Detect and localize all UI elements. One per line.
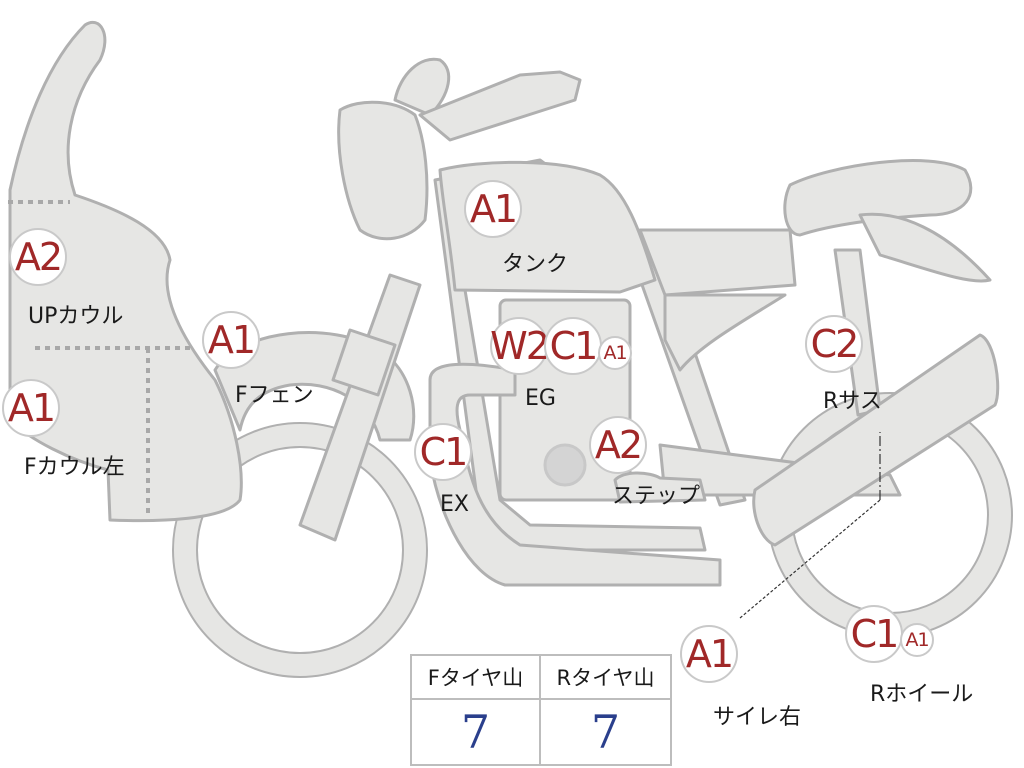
r-wheel-grade-badge-1: C1	[845, 605, 903, 663]
engine-grade-badge-3: A1	[598, 336, 632, 370]
tire-tread-table: Fタイヤ山 Rタイヤ山 7 7	[410, 654, 672, 766]
seat	[638, 228, 797, 297]
step-label: ステップ	[612, 484, 701, 509]
engine-grade-badge-1: W2	[490, 317, 550, 375]
step-grade-badge: A2	[589, 416, 647, 474]
engine-grade-badge-2: C1	[544, 317, 602, 375]
up-cowl-grade-badge: A2	[9, 228, 67, 286]
engine-label: EG	[525, 386, 556, 411]
f-cowl-left-grade-badge: A1	[2, 379, 60, 437]
f-cowl-left-label: Fカウル左	[24, 455, 125, 480]
front-cowl	[8, 21, 243, 523]
tank-label: タンク	[502, 252, 569, 277]
rear-tire-header: Rタイヤ山	[541, 656, 670, 700]
f-fender-label: Fフェン	[235, 383, 314, 408]
exhaust-grade-badge: C1	[414, 423, 472, 481]
silencer-right-grade-badge: A1	[680, 625, 738, 683]
tank-grade-badge: A1	[464, 180, 522, 238]
exhaust-label: EX	[440, 492, 469, 517]
silencer	[752, 333, 1000, 547]
up-cowl-label: UPカウル	[28, 304, 124, 329]
rear-tire-value: 7	[590, 705, 621, 759]
f-fender-grade-badge: A1	[202, 311, 260, 369]
silencer-right-label: サイレ右	[713, 705, 802, 730]
front-tire-value: 7	[412, 700, 541, 764]
r-wheel-grade-badge-2: A1	[900, 623, 934, 657]
r-wheel-label: Rホイール	[870, 682, 974, 707]
r-suspension-label: Rサス	[823, 389, 882, 414]
r-suspension-grade-badge: C2	[805, 315, 863, 373]
front-tire-header: Fタイヤ山	[412, 656, 541, 700]
